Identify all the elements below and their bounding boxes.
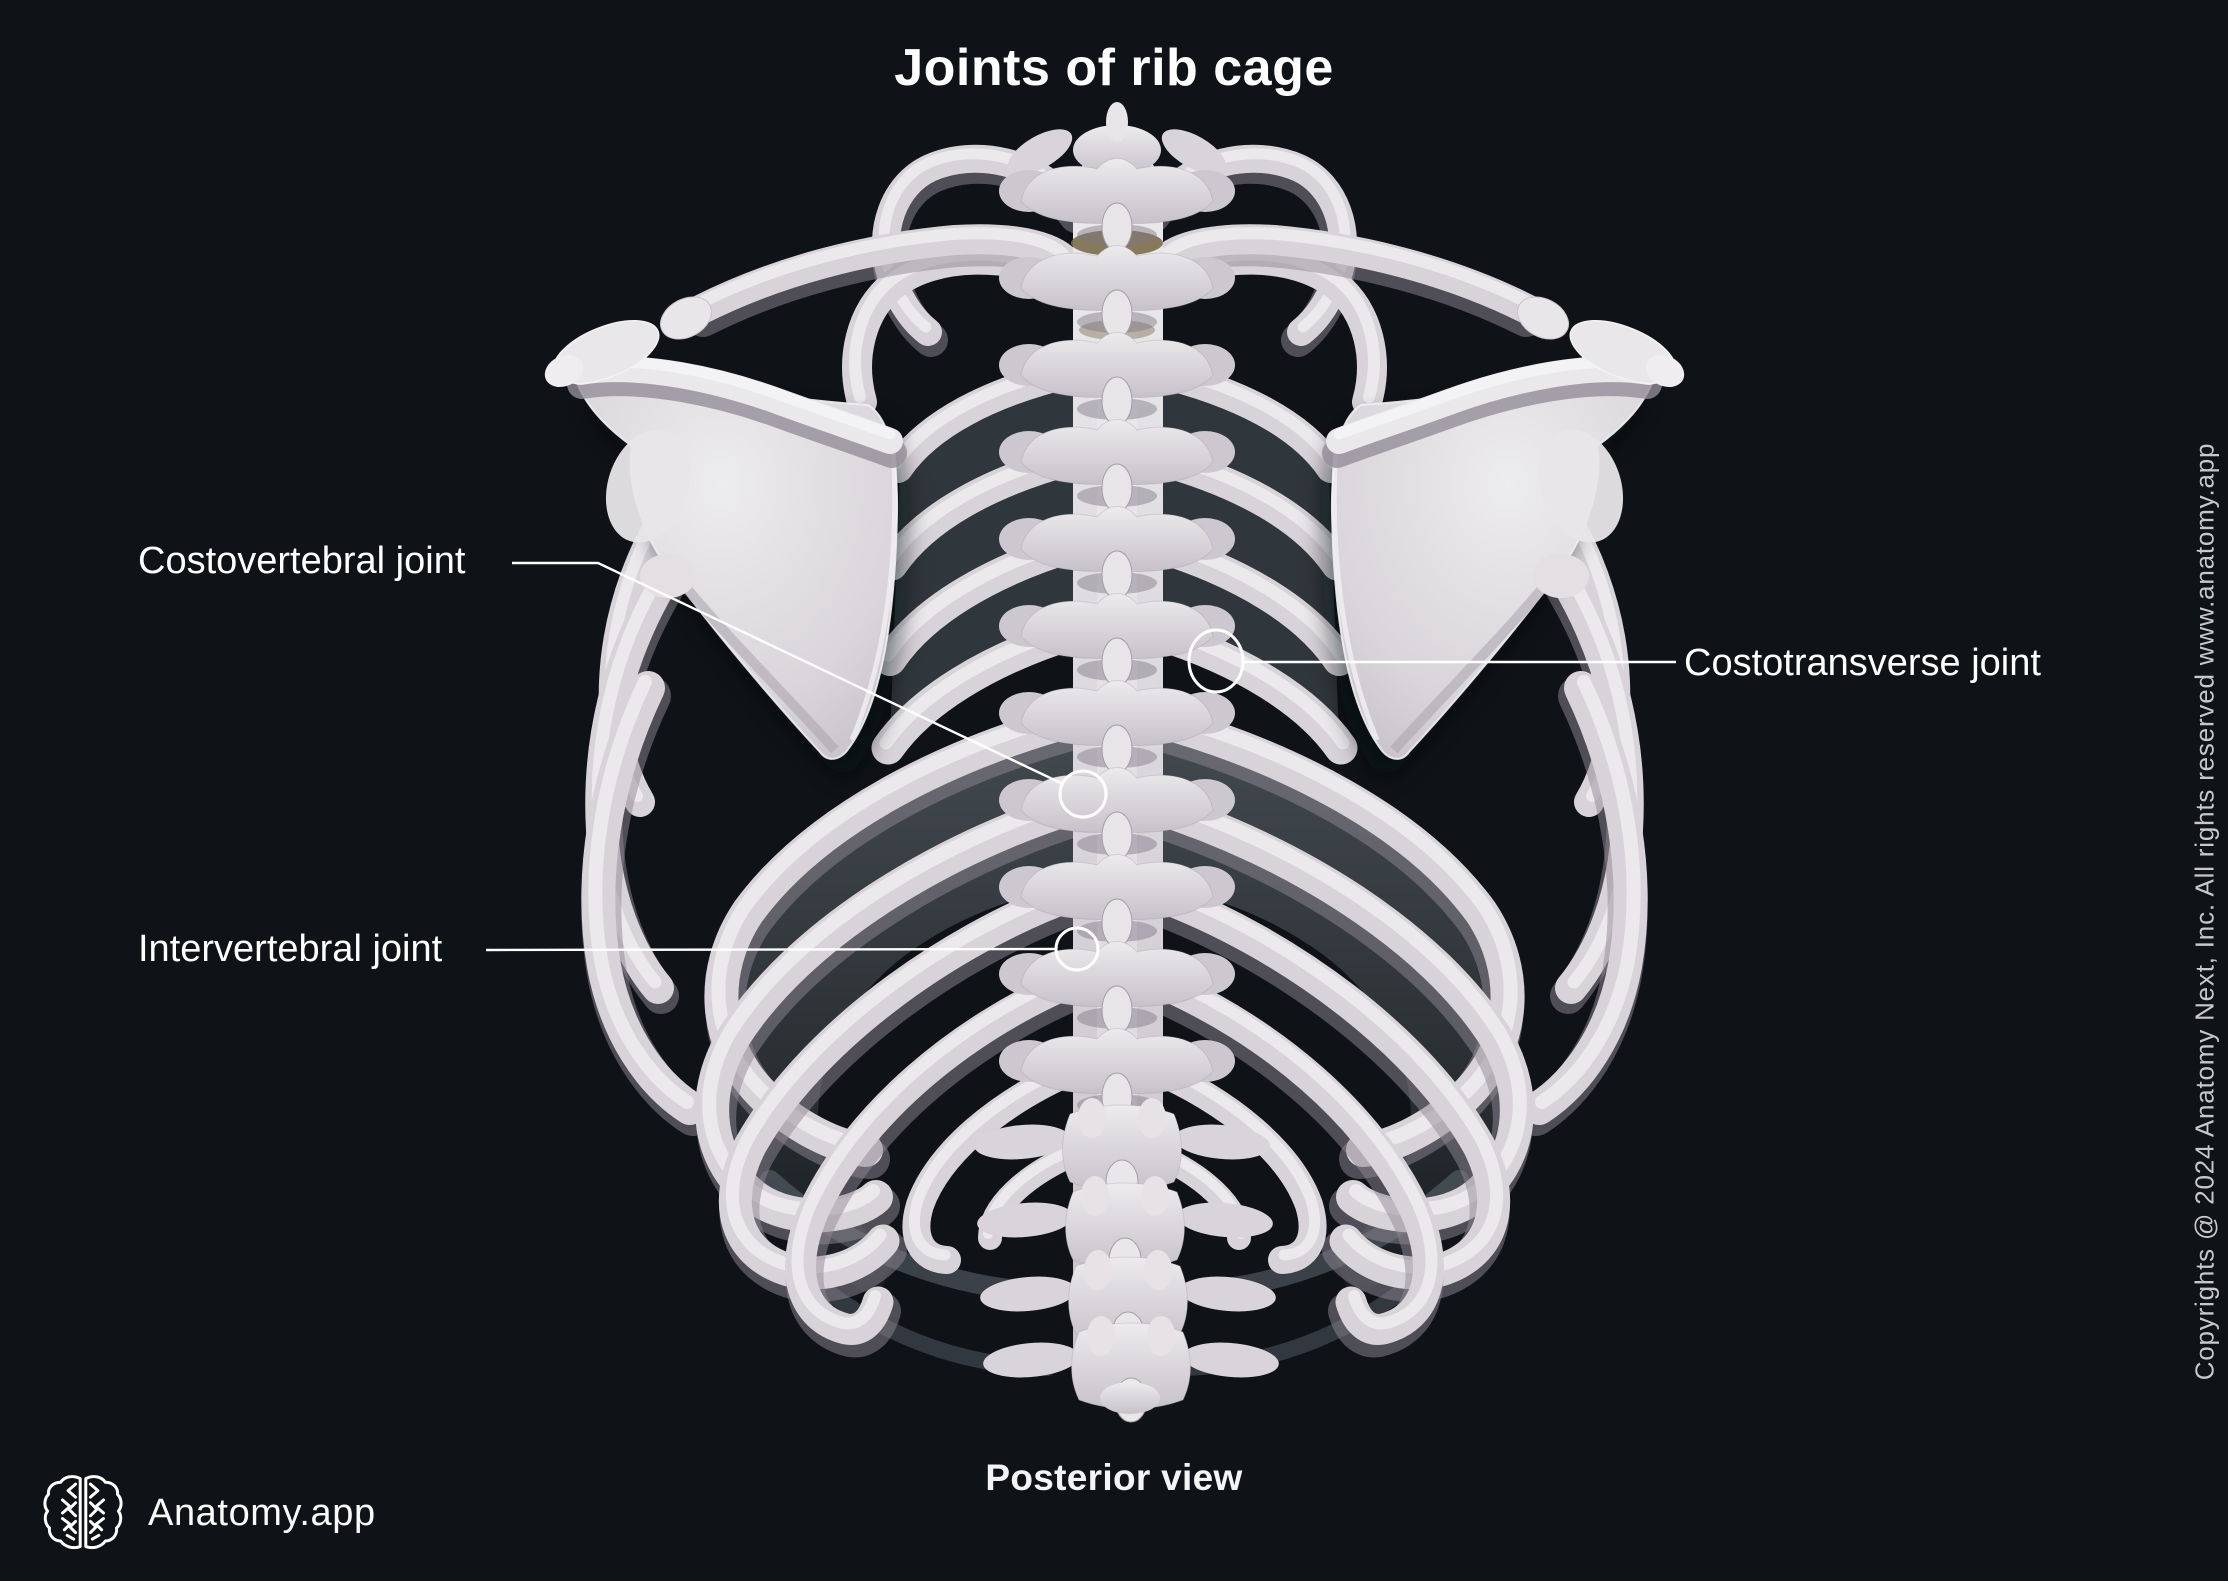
marker-costotransverse-joint [1187,628,1245,694]
marker-costovertebral-joint [1058,769,1108,819]
label-costovertebral-joint: Costovertebral joint [138,540,466,582]
brand-name: Anatomy.app [148,1491,376,1534]
copyright-text: Copyrights @ 2024 Anatomy Next, Inc. All… [2189,442,2220,1381]
view-caption: Posterior view [985,1457,1243,1498]
leader-costovertebral [512,561,1064,786]
label-costotransverse-joint: Costotransverse joint [1684,642,2041,684]
label-intervertebral-joint: Intervertebral joint [138,928,443,970]
annotation-layer [485,561,1676,972]
leader-intervertebral [485,947,1057,952]
marker-intervertebral-joint [1054,926,1100,972]
page-title: Joints of rib cage [894,39,1334,97]
vertebral-column [972,102,1281,1423]
brain-icon [43,1475,123,1550]
brand-logo: Anatomy.app [42,1472,376,1554]
